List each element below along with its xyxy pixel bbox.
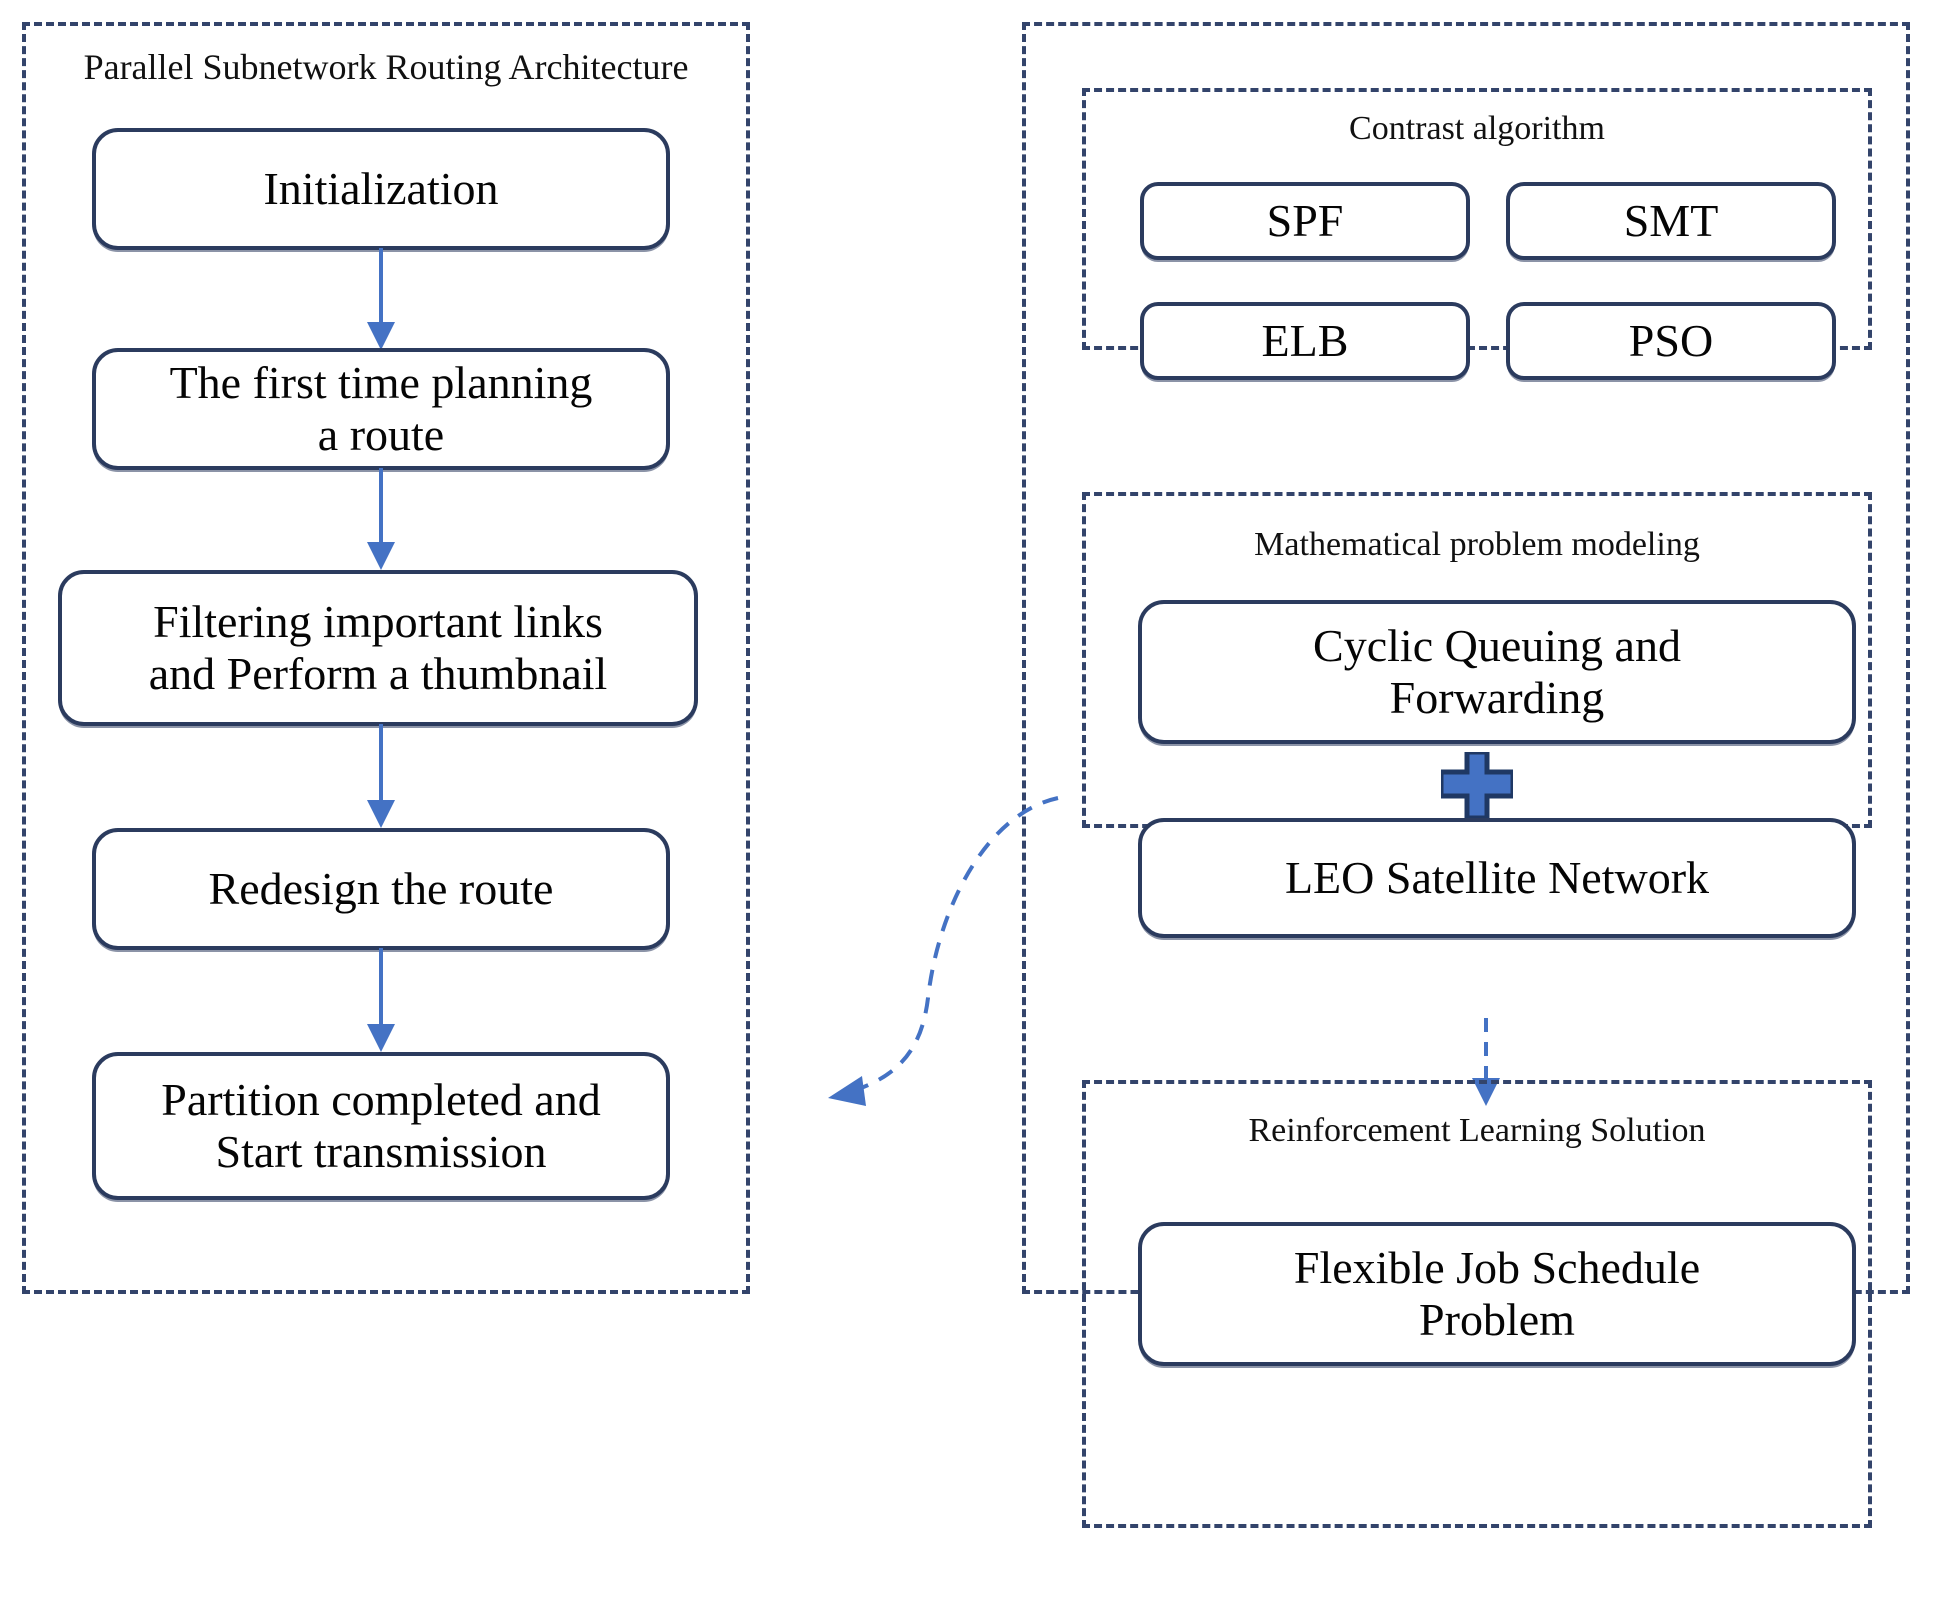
node-pso-label: PSO bbox=[1628, 315, 1714, 367]
node-flexible-job-schedule-problem[interactable]: Flexible Job Schedule Problem bbox=[1138, 1222, 1856, 1366]
node-initialization-line-1: Initialization bbox=[263, 163, 499, 215]
node-cqf-line-1: Cyclic Queuing and bbox=[1313, 620, 1681, 672]
node-spf-label: SPF bbox=[1266, 195, 1344, 247]
section-contrast-algorithm-title: Contrast algorithm bbox=[1349, 110, 1605, 147]
node-leo-satellite-network[interactable]: LEO Satellite Network bbox=[1138, 818, 1856, 938]
section-reinforcement-learning-solution-title: Reinforcement Learning Solution bbox=[1248, 1112, 1706, 1149]
node-initialization[interactable]: Initialization bbox=[92, 128, 670, 250]
node-partition-completed-start-transmission[interactable]: Partition completed and Start transmissi… bbox=[92, 1052, 670, 1200]
node-cqf-line-2: Forwarding bbox=[1389, 672, 1605, 723]
node-first-time-planning-a-route[interactable]: The first time planning a route bbox=[92, 348, 670, 470]
node-filtering-important-links[interactable]: Filtering important links and Perform a … bbox=[58, 570, 698, 726]
section-reinforcement-learning-solution bbox=[1082, 1080, 1872, 1528]
node-first-planning-line-2: a route bbox=[317, 409, 445, 460]
node-partition-line-2: Start transmission bbox=[215, 1126, 547, 1177]
left-panel-title: Parallel Subnetwork Routing Architecture bbox=[83, 47, 689, 87]
node-elb-label: ELB bbox=[1261, 315, 1349, 367]
node-redesign-line-1: Redesign the route bbox=[208, 863, 554, 915]
node-smt-label: SMT bbox=[1623, 195, 1719, 247]
section-contrast-algorithm bbox=[1082, 88, 1872, 350]
plus-icon bbox=[1441, 752, 1513, 818]
node-pso[interactable]: PSO bbox=[1506, 302, 1836, 380]
node-redesign-the-route[interactable]: Redesign the route bbox=[92, 828, 670, 950]
node-smt[interactable]: SMT bbox=[1506, 182, 1836, 260]
node-partition-line-1: Partition completed and bbox=[161, 1074, 601, 1126]
node-first-planning-line-1: The first time planning bbox=[169, 357, 593, 409]
node-filtering-line-1: Filtering important links bbox=[153, 596, 603, 648]
node-cyclic-queuing-and-forwarding[interactable]: Cyclic Queuing and Forwarding bbox=[1138, 600, 1856, 744]
node-fjsp-line-1: Flexible Job Schedule bbox=[1293, 1242, 1701, 1294]
section-mathematical-problem-modeling-title: Mathematical problem modeling bbox=[1254, 526, 1700, 563]
node-elb[interactable]: ELB bbox=[1140, 302, 1470, 380]
node-fjsp-line-2: Problem bbox=[1419, 1294, 1575, 1345]
left-panel-parallel-subnetwork-routing-architecture bbox=[22, 22, 750, 1294]
node-leo-label: LEO Satellite Network bbox=[1284, 852, 1710, 904]
node-spf[interactable]: SPF bbox=[1140, 182, 1470, 260]
node-filtering-line-2: and Perform a thumbnail bbox=[148, 648, 608, 699]
